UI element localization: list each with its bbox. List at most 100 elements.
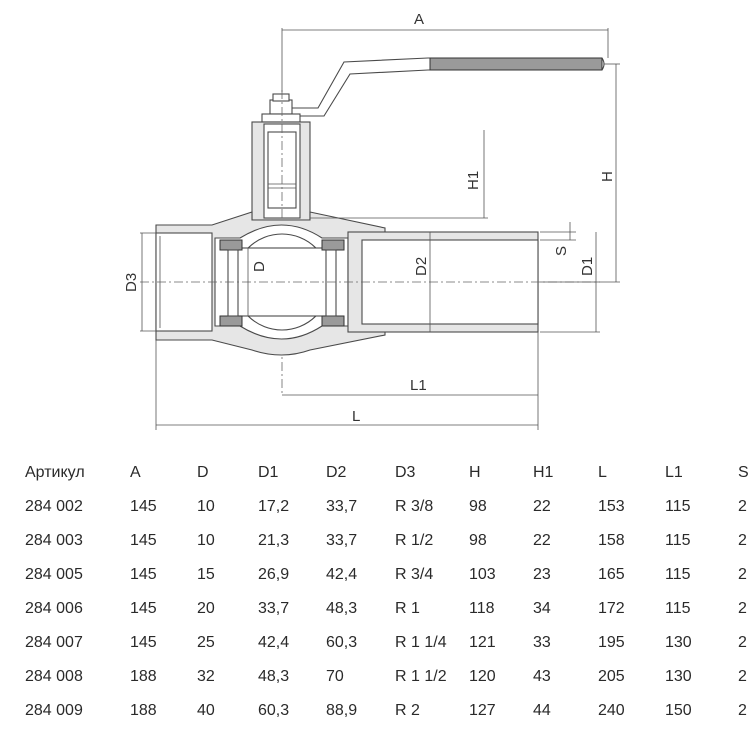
table-cell: 103 — [469, 566, 496, 583]
table-cell: 150 — [665, 702, 692, 719]
table-header-cell: H — [469, 464, 481, 481]
table-cell: 70 — [326, 668, 344, 685]
table-cell: 98 — [469, 532, 487, 549]
table-cell: 98 — [469, 498, 487, 515]
table-header-cell: L — [598, 464, 607, 481]
table-cell: 20 — [197, 600, 215, 617]
table-cell: 284 008 — [25, 668, 83, 685]
table-cell: 115 — [665, 566, 691, 583]
table-cell: 15 — [197, 566, 215, 583]
table-cell: 153 — [598, 498, 625, 515]
table-cell: 115 — [665, 498, 691, 515]
dim-label-d1: D1 — [579, 257, 596, 276]
table-cell: 158 — [598, 532, 625, 549]
table-cell: 2 — [738, 532, 747, 549]
table-cell: 284 007 — [25, 634, 83, 651]
table-cell: 2 — [738, 566, 747, 583]
table-header-cell: A — [130, 464, 141, 481]
dim-label-d2: D2 — [413, 257, 430, 276]
table-cell: 88,9 — [326, 702, 358, 719]
table-cell: 10 — [197, 498, 215, 515]
dim-label-l: L — [352, 408, 360, 425]
table-cell: 42,4 — [326, 566, 358, 583]
table-cell: 127 — [469, 702, 496, 719]
table-cell: 284 009 — [25, 702, 83, 719]
dim-label-s: S — [553, 246, 570, 256]
table-cell: 60,3 — [258, 702, 290, 719]
table-cell: 284 002 — [25, 498, 83, 515]
table-header-cell: S — [738, 464, 749, 481]
table-cell: 33,7 — [326, 498, 358, 515]
table-cell: 60,3 — [326, 634, 358, 651]
table-header-cell: Артикул — [25, 464, 85, 481]
table-cell: 34 — [533, 600, 551, 617]
table-cell: 2 — [738, 702, 747, 719]
table-cell: 23 — [533, 566, 551, 583]
table-cell: 2 — [738, 668, 747, 685]
table-cell: 145 — [130, 600, 157, 617]
table-cell: 145 — [130, 532, 157, 549]
table-cell: 120 — [469, 668, 496, 685]
dim-label-h1: H1 — [465, 171, 482, 190]
table-cell: 115 — [665, 532, 691, 549]
table-header-cell: H1 — [533, 464, 554, 481]
table-cell: R 2 — [395, 702, 420, 719]
dimension-labels: A H H1 D D2 D1 S D3 L1 L — [123, 11, 616, 425]
table-header-cell: D1 — [258, 464, 279, 481]
table-cell: 40 — [197, 702, 215, 719]
table-cell: 195 — [598, 634, 625, 651]
table-cell: R 1/2 — [395, 532, 434, 549]
dim-label-a: A — [414, 11, 424, 28]
table-header-cell: L1 — [665, 464, 683, 481]
table-header-cell: D — [197, 464, 209, 481]
dim-label-d3: D3 — [123, 273, 140, 292]
table-cell: 145 — [130, 634, 157, 651]
table-cell: 2 — [738, 634, 747, 651]
table-cell: 25 — [197, 634, 215, 651]
table-header-cell: D2 — [326, 464, 347, 481]
table-cell: 240 — [598, 702, 625, 719]
table-cell: 118 — [469, 600, 495, 617]
table-cell: 188 — [130, 668, 157, 685]
table-cell: 284 006 — [25, 600, 83, 617]
dim-label-d: D — [251, 261, 268, 272]
table-cell: 21,3 — [258, 532, 290, 549]
table-cell: 165 — [598, 566, 625, 583]
table-cell: 44 — [533, 702, 551, 719]
table-cell: 48,3 — [258, 668, 290, 685]
table-cell: 43 — [533, 668, 551, 685]
specification-table: Артикул A D D1 D2 D3 H H1 L L1 S 284 002 145 10 17,2 33… — [0, 455, 750, 730]
valve-technical-drawing: A H H1 D D2 D1 S D3 L1 L — [123, 11, 620, 430]
table-cell: 42,4 — [258, 634, 290, 651]
handle-lever — [261, 57, 605, 123]
table-cell: 33 — [533, 634, 551, 651]
table-cell: R 1 1/2 — [395, 668, 447, 685]
table-cell: 145 — [130, 566, 157, 583]
table-cell: 22 — [533, 532, 551, 549]
table-cell: 17,2 — [258, 498, 290, 515]
table-cell: 205 — [598, 668, 625, 685]
dim-label-l1: L1 — [410, 377, 427, 394]
valve-stem — [251, 90, 311, 395]
table-cell: 22 — [533, 498, 551, 515]
table-cell: 145 — [130, 498, 157, 515]
table-cell: 48,3 — [326, 600, 358, 617]
table-cell: R 1 — [395, 600, 420, 617]
table-cell: 130 — [665, 634, 692, 651]
table-cell: 26,9 — [258, 566, 290, 583]
table-cell: 33,7 — [326, 532, 358, 549]
dimension-lines — [140, 28, 620, 430]
table-header-cell: D3 — [395, 464, 416, 481]
table-cell: 121 — [469, 634, 496, 651]
table-cell: 2 — [738, 498, 747, 515]
table-cell: 172 — [598, 600, 625, 617]
valve-body — [140, 211, 600, 356]
table-cell: 2 — [738, 600, 747, 617]
table-cell: 188 — [130, 702, 157, 719]
table-cell: R 1 1/4 — [395, 634, 447, 651]
dim-label-h: H — [599, 171, 616, 182]
table-cell: 284 003 — [25, 532, 83, 549]
table-cell: 10 — [197, 532, 215, 549]
table-cell: 130 — [665, 668, 692, 685]
table-cell: R 3/4 — [395, 566, 434, 583]
